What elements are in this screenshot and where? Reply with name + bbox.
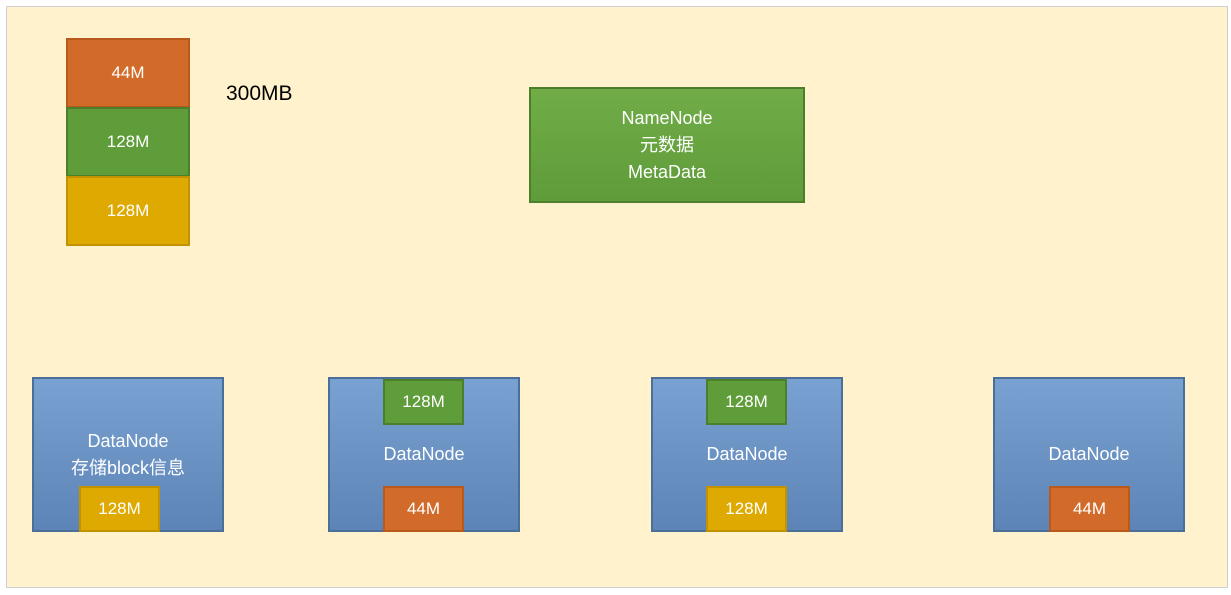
datanode-3: 128M DataNode 128M [651, 377, 843, 532]
block-label: 128M [725, 392, 768, 411]
datanode-block-44m: 44M [383, 486, 464, 532]
namenode-subtitle: 元数据 [640, 134, 694, 155]
block-label: 128M [98, 499, 141, 518]
namenode-metadata-label: MetaData [627, 161, 707, 182]
datanode-block-44m: 44M [1049, 486, 1130, 532]
datanode-label: DataNode [383, 444, 465, 464]
file-block-128m-green: 128M [66, 107, 190, 177]
file-block-label: 44M [111, 63, 145, 82]
file-block-128m-yellow: 128M [66, 176, 190, 246]
file-block-label: 128M [106, 132, 150, 151]
datanode-sublabel: 存储block信息 [70, 458, 186, 478]
datanode-label: DataNode [87, 431, 169, 451]
file-size-label: 300MB [226, 82, 293, 105]
block-label: 44M [1072, 499, 1107, 518]
datanode-2: 128M DataNode 44M [328, 377, 520, 532]
file-block-44m: 44M [66, 38, 190, 108]
datanode-label: DataNode [706, 444, 788, 464]
datanode-block-128m-green: 128M [706, 379, 787, 425]
block-label: 44M [406, 499, 441, 518]
datanode-block-128m-yellow: 128M [706, 486, 787, 532]
datanode-block-128m-yellow: 128M [79, 486, 160, 532]
datanode-block-128m-green: 128M [383, 379, 464, 425]
datanode-1: DataNode 存储block信息 128M [32, 377, 224, 532]
block-label: 128M [402, 392, 445, 411]
namenode-title: NameNode [621, 107, 713, 128]
datanode-4: DataNode 44M [993, 377, 1185, 532]
datanode-label: DataNode [1048, 444, 1130, 464]
block-label: 128M [725, 499, 768, 518]
namenode-box: NameNode 元数据 MetaData [529, 87, 805, 203]
file-block-label: 128M [106, 201, 150, 220]
